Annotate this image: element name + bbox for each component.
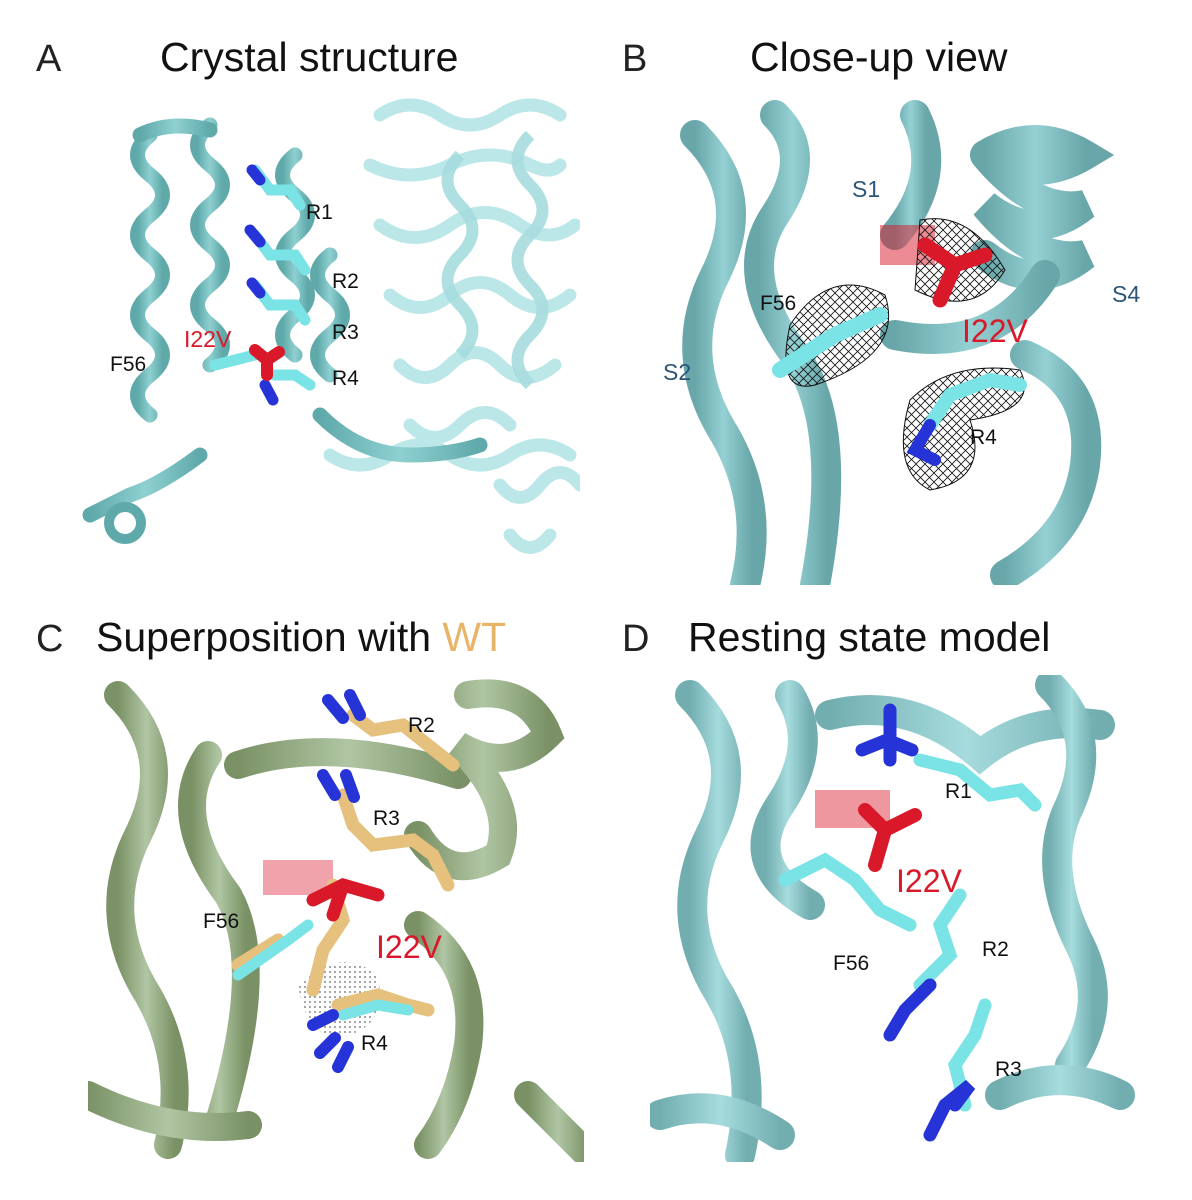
f56-sticks [772, 307, 888, 378]
panel-b-title: Close-up view [750, 34, 1008, 80]
i22v-sticks [249, 344, 285, 381]
label-r3: R3 [373, 807, 400, 830]
panel-b-structure: S1 S2 S4 F56 I22V R4 [663, 100, 1140, 585]
label-i22v: I22V [376, 929, 442, 965]
i22v-sticks [917, 237, 993, 308]
panel-c-title-wt: WT [442, 614, 507, 660]
nitrogen-sticks [307, 689, 366, 1073]
label-f56: F56 [203, 910, 239, 933]
label-f56: F56 [833, 952, 869, 975]
label-r3: R3 [332, 321, 359, 344]
i22v-sticks [858, 803, 922, 872]
label-r4: R4 [332, 367, 359, 390]
label-i22v: I22V [184, 326, 232, 352]
helix-ribbons [650, 675, 1135, 1162]
label-s1: S1 [852, 176, 880, 202]
panel-a-title: Crystal structure [160, 34, 459, 80]
r4-sticks [923, 372, 1027, 432]
label-f56: F56 [110, 353, 146, 376]
label-s2: S2 [663, 359, 691, 385]
panel-d-title: Resting state model [688, 614, 1051, 660]
mutant-sticks [232, 919, 414, 1021]
panel-c-title: Superposition with WT [96, 614, 506, 661]
label-i22v: I22V [962, 313, 1028, 349]
helix-ribbons [88, 679, 584, 1162]
label-r1: R1 [945, 780, 972, 803]
panel-d-structure: R1 I22V F56 R2 R3 [650, 675, 1135, 1162]
panel-d-letter: D [622, 618, 650, 660]
i22v-sticks [306, 878, 385, 922]
label-r3: R3 [995, 1058, 1022, 1081]
wt-sticks [231, 708, 460, 1017]
helix-ribbons [680, 100, 1115, 585]
panel-a-letter: A [36, 38, 62, 80]
label-r1: R1 [306, 201, 333, 224]
panel-c-structure: R2 R3 F56 I22V R4 [88, 679, 584, 1162]
panel-c-letter: C [36, 618, 64, 660]
r4-nitrogens [906, 419, 941, 466]
pore-domain-helices-vertical [441, 130, 549, 390]
helix-turn [104, 502, 146, 544]
label-r4: R4 [970, 426, 997, 449]
label-r2: R2 [408, 714, 435, 737]
label-f56: F56 [760, 292, 796, 315]
label-r2: R2 [332, 270, 359, 293]
panel-a-structure: R1 R2 R3 R4 I22V F56 [82, 98, 580, 554]
label-s4: S4 [1112, 281, 1140, 307]
vsd-helices [82, 117, 488, 523]
arginine-sticks [209, 164, 316, 406]
label-r2: R2 [982, 938, 1009, 961]
label-i22v: I22V [896, 863, 962, 899]
panel-b-letter: B [622, 38, 648, 80]
nitrogen-sticks [855, 703, 976, 1142]
label-r4: R4 [361, 1032, 388, 1055]
panel-c-title-prefix: Superposition with [96, 614, 443, 660]
